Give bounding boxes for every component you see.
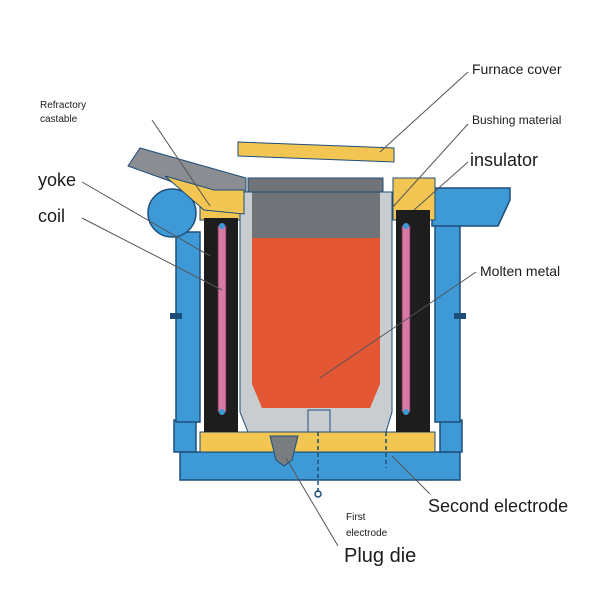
label-yoke: yoke xyxy=(38,170,76,190)
right-coil-bottom-dot xyxy=(403,409,409,415)
base-step-left xyxy=(173,419,197,453)
plug-die-shape xyxy=(269,435,299,467)
label-bushing-material: Bushing material xyxy=(472,113,561,127)
right-coil-assembly xyxy=(396,210,430,432)
label-first-electrode-line1: First xyxy=(346,512,366,523)
bottom-plug-block xyxy=(307,409,331,433)
left-coil-bottom-dot xyxy=(219,409,225,415)
right-frame-wall xyxy=(434,189,461,423)
leader-second-electrode xyxy=(391,455,431,495)
label-insulator: insulator xyxy=(470,150,538,170)
leader-plug-die xyxy=(285,457,339,547)
label-refractory-castable-line2: castable xyxy=(40,114,78,125)
label-plug-die: Plug die xyxy=(344,545,416,567)
labels: Refractory castable yoke coil Furnace co… xyxy=(38,61,568,567)
leader-insulator xyxy=(413,161,469,211)
right-bolt xyxy=(454,313,466,319)
furnace-cover xyxy=(237,141,395,163)
first-electrode-tip xyxy=(314,490,322,498)
top-grey-fill xyxy=(252,190,380,238)
label-coil: coil xyxy=(38,206,65,226)
label-second-electrode: Second electrode xyxy=(428,496,568,516)
leader-molten-metal xyxy=(319,271,477,379)
outer-frame xyxy=(147,187,511,423)
left-bolt xyxy=(170,313,182,319)
leader-coil xyxy=(81,217,223,291)
left-coil-top-dot xyxy=(219,223,225,229)
top-grey-band xyxy=(247,177,384,193)
label-first-electrode-line2: electrode xyxy=(346,528,388,539)
label-refractory-castable-line1: Refractory xyxy=(40,100,86,111)
base-step-right xyxy=(439,419,463,453)
left-coil xyxy=(217,225,227,413)
right-coil-top-dot xyxy=(403,223,409,229)
right-spout-block xyxy=(431,187,511,227)
molten-metal xyxy=(252,238,380,408)
right-yoke xyxy=(396,210,430,432)
leader-lines xyxy=(81,71,477,547)
leader-refractory xyxy=(151,119,211,207)
left-coil-assembly xyxy=(204,218,238,432)
furnace-base xyxy=(173,419,463,481)
leader-bushing xyxy=(391,123,469,209)
pour-spout-yellow xyxy=(164,175,245,215)
leader-yoke xyxy=(81,181,211,257)
label-molten-metal: Molten metal xyxy=(480,263,560,279)
pivot-cylinder xyxy=(147,188,197,238)
left-frame-wall xyxy=(175,231,201,423)
base-plate xyxy=(179,451,461,481)
leader-furnace-cover xyxy=(379,71,469,153)
label-furnace-cover: Furnace cover xyxy=(472,61,562,77)
